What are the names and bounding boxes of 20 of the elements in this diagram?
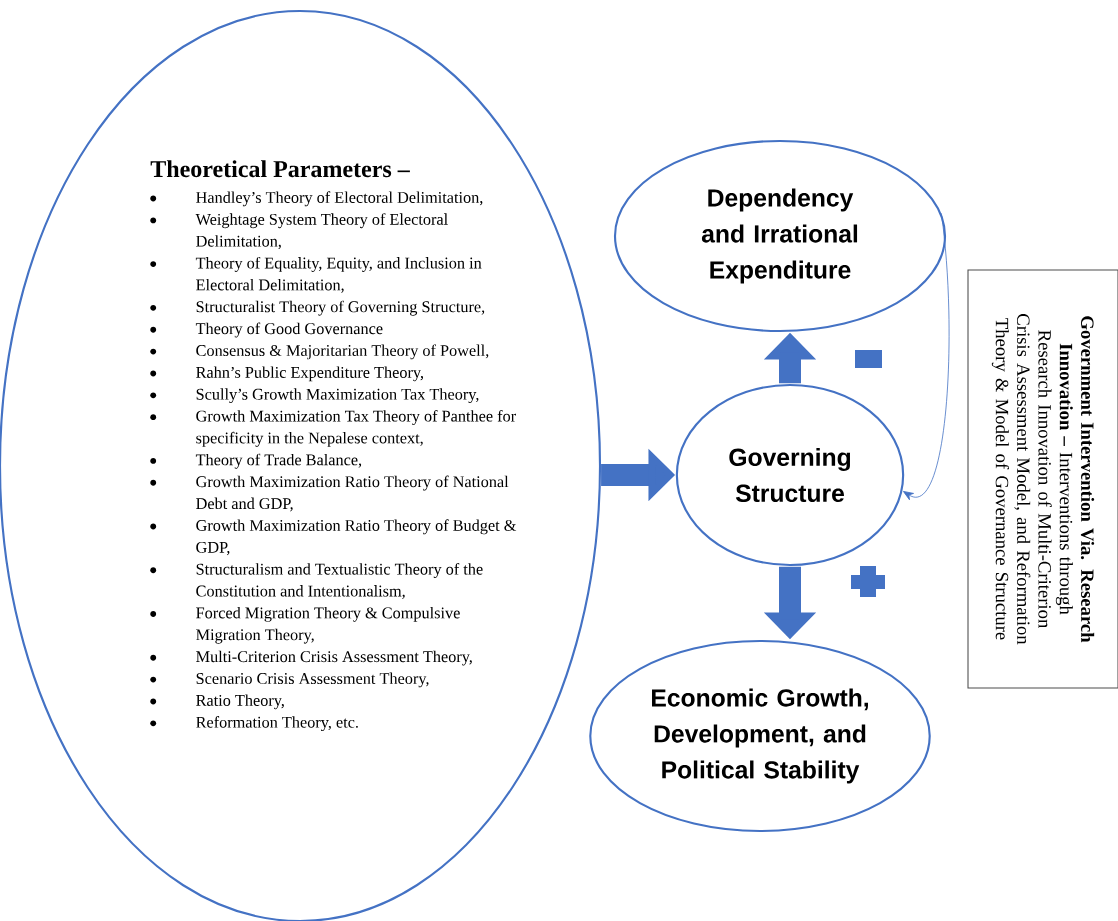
list-item: Scenario Crisis Assessment Theory, [196, 672, 429, 688]
list-item: Theory of Trade Balance, [195, 453, 362, 469]
list-item: Rahn’s Public Expenditure Theory, [196, 366, 424, 382]
curved-arrow [903, 212, 950, 501]
list-heading: Theoretical Parameters – [150, 160, 410, 178]
list-item: Scully’s Growth Maximization Tax Theory, [196, 388, 479, 404]
list-item: Multi-Criterion Crisis Assessment Theory, [196, 650, 472, 666]
list-item: Forced Migration Theory & Compulsive Migration Theory, [196, 606, 460, 644]
list-item: Theory of Equality, Equity, and Inclusion in Electoral Delimitation, [195, 256, 482, 293]
list-item: Ratio Theory, [196, 694, 284, 710]
list-item: Reformation Theory, etc. [196, 716, 358, 732]
list-item: Growth Maximization Ratio Theory of Budget & GDP, [196, 519, 517, 556]
list-item: Handley’s Theory of Electoral Delimitation, [196, 191, 483, 207]
list-item: Structuralist Theory of Governing Structure, [196, 300, 485, 316]
list-item: Growth Maximization Tax Theory of Panthee for specificity in the Nepalese context, [196, 410, 516, 447]
list-item: Consensus & Majoritarian Theory of Powell, [196, 344, 489, 360]
list-item: Theory of Good Governance [195, 322, 383, 338]
list-item: Structuralism and Textualistic Theory of the Constitution and Intentionalism, [196, 563, 483, 599]
list-item: Growth Maximization Ratio Theory of National Debt and GDP, [196, 475, 509, 512]
list-item: Weightage System Theory of Electoral Delimitation, [195, 213, 448, 250]
